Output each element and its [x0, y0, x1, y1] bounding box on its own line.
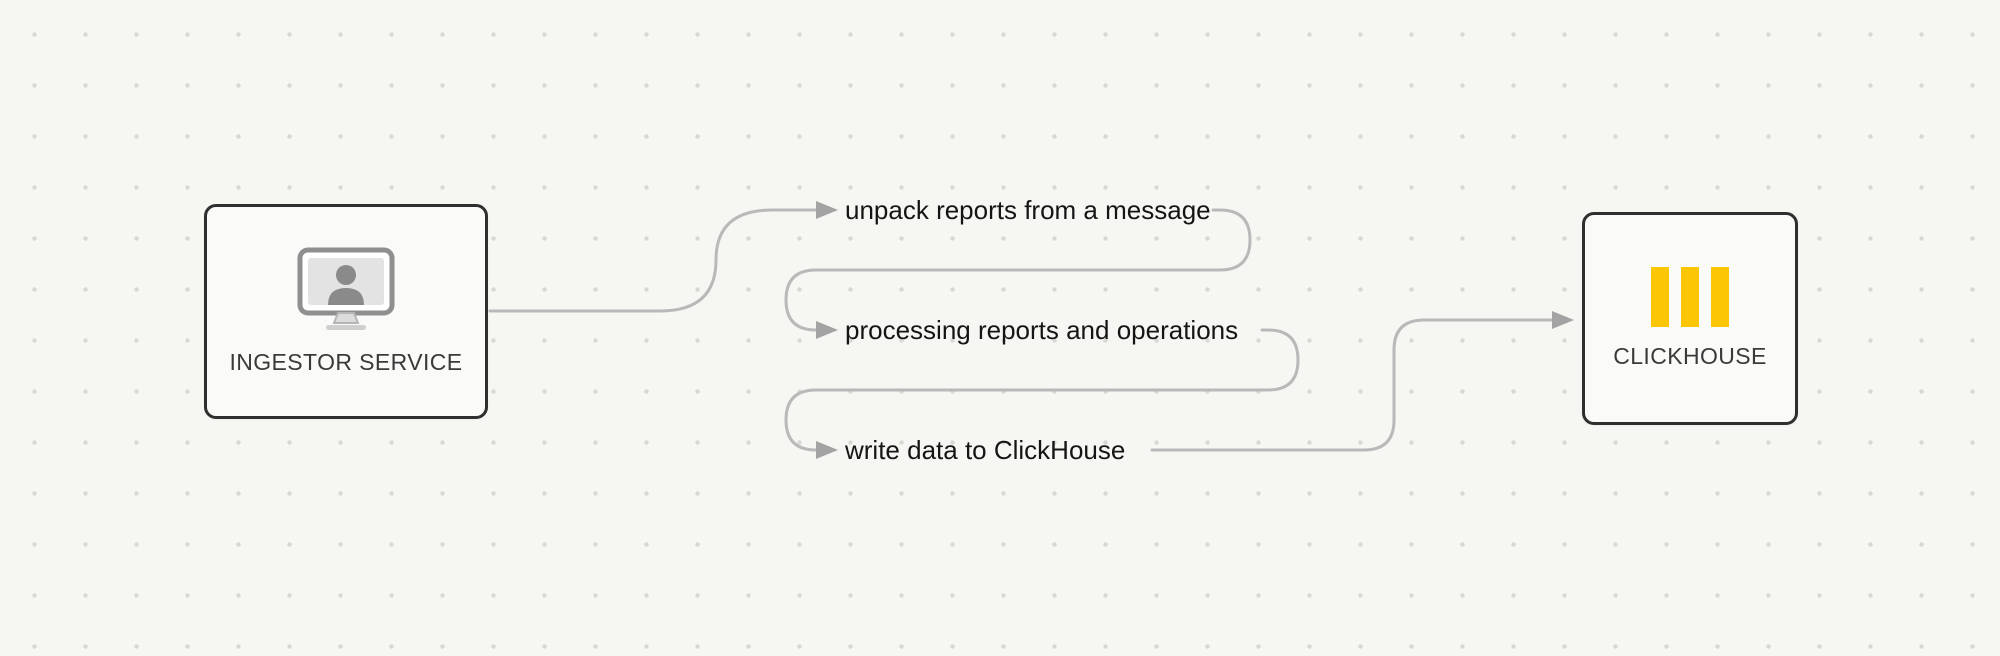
node-clickhouse[interactable]: CLICKHOUSE	[1582, 212, 1798, 425]
node-ingestor-service[interactable]: INGESTOR SERVICE	[204, 204, 488, 419]
clickhouse-node-label: CLICKHOUSE	[1613, 343, 1767, 369]
arrowhead-step3	[816, 441, 838, 459]
connector-step2-to-step3	[784, 328, 1300, 452]
connector-step3-to-clickhouse	[1150, 318, 1554, 452]
monitor-user-icon	[297, 247, 395, 330]
connector-step1-to-step2	[784, 208, 1252, 332]
clickhouse-logo-bar	[1651, 267, 1669, 327]
ingestor-node-label: INGESTOR SERVICE	[229, 349, 463, 375]
step-label-write[interactable]: write data to ClickHouse	[845, 435, 1126, 465]
clickhouse-logo-bar	[1681, 267, 1699, 327]
step-label-unpack[interactable]: unpack reports from a message	[845, 195, 1211, 225]
clickhouse-logo-icon	[1651, 267, 1729, 327]
arrowhead-step1	[816, 201, 838, 219]
connector-ingestor-to-step1	[488, 208, 818, 313]
arrowhead-step2	[816, 321, 838, 339]
clickhouse-logo-bar	[1711, 267, 1729, 327]
step-label-processing[interactable]: processing reports and operations	[845, 315, 1239, 345]
arrowhead-clickhouse	[1552, 311, 1574, 329]
